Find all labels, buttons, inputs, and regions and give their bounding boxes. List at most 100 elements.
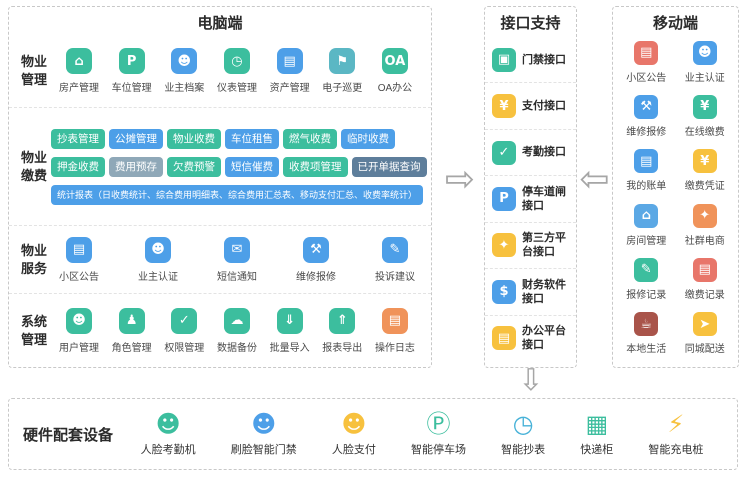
icon-glyph: ✦ xyxy=(699,208,711,224)
module-label: 业主档案 xyxy=(164,83,205,94)
log-icon: ▤ xyxy=(381,307,408,334)
icon-glyph: ✎ xyxy=(640,262,652,278)
notice-icon: ▤ xyxy=(66,236,92,263)
module-item: ☻ 用户管理 xyxy=(55,307,103,354)
module-item: ☁ 数据备份 xyxy=(213,307,261,354)
api-item: ✦ 第三方平台接口 xyxy=(485,221,576,268)
asset-icon: ▤ xyxy=(276,48,303,74)
hardware-item: ▦ 快递柜 xyxy=(580,412,613,457)
icon-glyph: ◷ xyxy=(231,53,243,69)
icon-glyph: ➤ xyxy=(699,316,711,332)
export-icon: ⇑ xyxy=(329,307,356,334)
third-party-icon: ✦ xyxy=(492,233,516,258)
api-list: ▣ 门禁接口 ¥ 支付接口 ✓ 考勤接口 P 停车道闸接口 xyxy=(485,35,576,367)
mobile-section: 移动端 ▤ 小区公告 ☻ 业主认证 ⚒ 维修报修 ¥ xyxy=(612,6,739,368)
finance-icon: $ xyxy=(492,279,516,304)
payment-pill-area: 抄表管理 公摊管理 物业收费 车位租售 燃气收费 临时收费 押金收 xyxy=(51,128,427,205)
icon-glyph: ⚒ xyxy=(310,242,322,257)
mobile-label: 同城配送 xyxy=(684,344,725,356)
fee-pill: 短信催费 xyxy=(225,156,279,177)
import-icon: ⇓ xyxy=(276,307,303,334)
module-item: ☻ 业主档案 xyxy=(160,48,208,94)
icon-glyph: ☻ xyxy=(177,53,192,69)
parking-gate-icon: P xyxy=(492,186,516,211)
api-label: 办公平台接口 xyxy=(522,324,566,352)
mobile-label: 缴费凭证 xyxy=(684,181,725,193)
icon-glyph: ✓ xyxy=(178,313,190,328)
owner-auth-icon: ☻ xyxy=(692,40,717,65)
module-item: ◷ 仪表管理 xyxy=(213,48,261,94)
face-access-icon: ☻ xyxy=(251,409,277,438)
icon-glyph: ☻ xyxy=(72,313,86,328)
group-property-payment: 物业缴费 抄表管理 公摊管理 物业收费 车位租售 燃气收费 临时收费 xyxy=(9,107,431,225)
icon-glyph: ⌂ xyxy=(74,53,84,69)
icon-glyph: ▤ xyxy=(72,242,86,257)
mobile-item: ▤ 缴费记录 xyxy=(676,252,735,306)
receipt-icon: ¥ xyxy=(692,149,717,174)
module-item: ▤ 小区公告 xyxy=(55,236,103,283)
module-label: 操作日志 xyxy=(374,342,415,354)
group-label-property-management: 物业管理 xyxy=(20,54,47,87)
module-label: 用户管理 xyxy=(59,342,99,354)
mobile-label: 业主认证 xyxy=(684,72,725,84)
repair-icon: ⚒ xyxy=(303,236,329,263)
payment-pill-row-3: 统计报表（日收费统计、综合费用明细表、综合费用汇总表、移动支付汇总、收费率统计） xyxy=(51,184,423,205)
mobile-label: 本地生活 xyxy=(626,344,667,356)
hardware-label: 智能停车场 xyxy=(411,443,466,456)
oa-office-icon: OA xyxy=(381,48,408,74)
icon-glyph: ▤ xyxy=(283,53,296,69)
mobile-item: ⚒ 维修报修 xyxy=(617,89,676,143)
api-label: 门禁接口 xyxy=(522,53,566,66)
notice-icon: ▤ xyxy=(634,40,659,65)
mobile-label: 维修报修 xyxy=(626,126,667,138)
icon-glyph: ☻ xyxy=(151,242,165,257)
module-label: 报表导出 xyxy=(322,342,363,354)
charging-pile-icon: ⚡ xyxy=(667,409,685,438)
mobile-item: ✎ 报修记录 xyxy=(617,252,676,306)
local-life-icon: ☕ xyxy=(634,312,659,337)
hardware-item: ◷ 智能抄表 xyxy=(501,412,545,457)
icon-glyph: ⇓ xyxy=(284,313,296,328)
group-property-service: 物业服务 ▤ 小区公告 ☻ 业主认证 ✉ 短信通知 xyxy=(9,225,431,293)
room-icon: ⌂ xyxy=(634,203,659,228)
api-support-section: 接口支持 ▣ 门禁接口 ¥ 支付接口 ✓ 考勤接口 P xyxy=(484,6,577,368)
group-label-property-service: 物业服务 xyxy=(20,242,47,276)
user-icon: ☻ xyxy=(66,307,92,334)
delivery-icon: ➤ xyxy=(692,312,717,337)
mobile-item: ▤ 我的账单 xyxy=(617,144,676,198)
api-item: ▤ 办公平台接口 xyxy=(485,314,576,361)
mobile-item: ¥ 缴费凭证 xyxy=(676,144,735,198)
icon-glyph: ☻ xyxy=(697,45,712,61)
module-item: ✓ 权限管理 xyxy=(160,307,208,354)
api-item: $ 财务软件接口 xyxy=(485,268,576,314)
property-management-list: ⌂ 房产管理 P 车位管理 ☻ 业主档案 ◷ xyxy=(51,48,423,94)
mobile-title: 移动端 xyxy=(652,15,698,32)
arrow-right-icon: ⇨ xyxy=(444,159,476,200)
smart-parking-icon: Ⓟ xyxy=(426,409,451,438)
face-pay-icon: ☻ xyxy=(341,409,367,438)
fee-pill: 押金收费 xyxy=(51,156,105,177)
module-label: 短信通知 xyxy=(217,271,257,283)
module-label: 批量导入 xyxy=(269,342,310,354)
mobile-label: 缴费记录 xyxy=(684,289,725,301)
fee-pill: 抄表管理 xyxy=(51,128,105,149)
icon-glyph: ¥ xyxy=(499,98,509,114)
mobile-item: ➤ 同城配送 xyxy=(676,307,735,361)
icon-glyph: ⚒ xyxy=(640,99,653,115)
arrow-left-icon: ⇦ xyxy=(579,159,610,200)
fee-pill: 燃气收费 xyxy=(283,128,337,149)
owner-auth-icon: ☻ xyxy=(145,236,171,263)
module-label: 仪表管理 xyxy=(216,83,257,94)
api-label: 停车道闸接口 xyxy=(522,185,566,212)
module-label: 电子巡更 xyxy=(322,83,363,94)
module-item: ⇓ 批量导入 xyxy=(266,307,314,354)
payment-icon: ¥ xyxy=(492,94,516,119)
repair-record-icon: ✎ xyxy=(634,257,659,282)
fee-pill: 车位租售 xyxy=(225,128,279,149)
permission-icon: ✓ xyxy=(171,307,198,334)
icon-glyph: ▤ xyxy=(388,313,402,328)
door-access-icon: ▣ xyxy=(492,47,516,72)
patrol-icon: ⚑ xyxy=(329,48,356,74)
icon-glyph: P xyxy=(499,191,509,207)
